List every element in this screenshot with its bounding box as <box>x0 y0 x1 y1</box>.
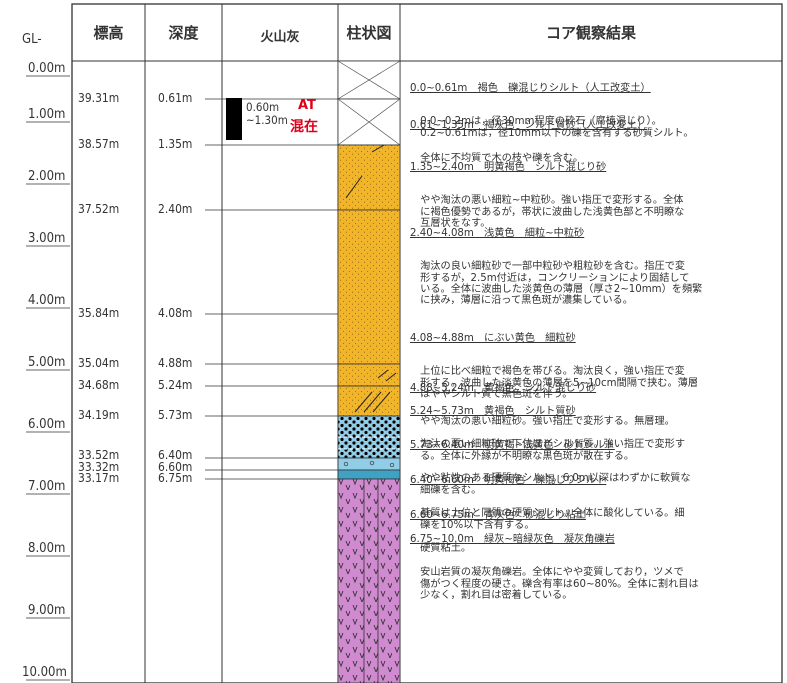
depth-label: 4.88m <box>158 355 193 370</box>
gl-tick: 4.00m <box>28 293 66 308</box>
gl-tick: 3.00m <box>28 231 66 246</box>
depth-label: 6.75m <box>158 470 193 485</box>
depth-label: 6.60m <box>158 459 193 474</box>
observation-body: やや淘汰の悪い細粒砂。強い指圧で変形する。無層理。 <box>410 416 675 428</box>
clay-layer <box>337 469 401 480</box>
sand-layer <box>337 209 401 365</box>
gl-tick: 2.00m <box>28 169 66 184</box>
observation-title: 4.88~5.24m 黄褐色 シルト混じり砂 <box>410 382 597 394</box>
tephra-name-mixed: 混在 <box>290 119 318 135</box>
observation-title: 5.24~5.73m 黄褐色 シルト質砂 <box>410 405 576 417</box>
column-header: 柱状図 <box>346 24 392 42</box>
elevation-label: 38.57m <box>78 136 120 151</box>
gl-tick: 5.00m <box>28 355 66 370</box>
tephra-bar <box>226 98 242 140</box>
gl-tick: 6.00m <box>28 417 66 432</box>
observation-title: 6.40~6.60m 明黄褐色 礫混じりシルト <box>410 474 607 486</box>
observation-title: 4.08~4.88m にぶい黄色 細粒砂 <box>410 332 576 344</box>
elevation-label: 34.68m <box>78 377 120 392</box>
observation-body: やや粘性のある硬質なシルト。6.0m以深はわずかに軟質な 細礫を含む。 <box>420 473 691 496</box>
observation-entry: 4.08~4.88m にぶい黄色 細粒砂 上位に比べ細粒で褐色を帯びる。淘汰良く… <box>410 310 782 412</box>
observation-body: 上位に比べ細粒で褐色を帯びる。淘汰良く，強い指圧で変 形する。波曲した淡黄色の薄… <box>420 366 699 401</box>
observation-body: 安山岩質の凝灰角礫岩。全体にやや変質しており，ツメで 傷がつく程度の硬さ。礫含有… <box>420 567 699 602</box>
depth-label: 2.40m <box>158 201 193 216</box>
observation-entry: 1.35~2.40m 明黄褐色 シルト混じり砂 やや淘汰の悪い細粒~中粒砂。強い… <box>410 139 782 241</box>
tephra-depth-range: 0.60m ~1.30m <box>246 100 288 127</box>
depth-header: 深度 <box>168 24 199 42</box>
observation-entry: 4.88~5.24m 黄褐色 シルト混じり砂 やや淘汰の悪い細粒砂。強い指圧で変… <box>410 360 782 439</box>
observation-entry: 6.60~6.75m 青灰色 砂混じり粘土 硬質粘土。 <box>410 487 782 566</box>
elevation-label: 35.04m <box>78 355 120 370</box>
elevation-label: 34.19m <box>78 407 120 422</box>
depth-label: 5.24m <box>158 377 193 392</box>
gl-tick: 7.00m <box>28 479 66 494</box>
elevation-label: 35.84m <box>78 305 120 320</box>
tuff-breccia-layer <box>337 478 401 683</box>
depth-label: 1.35m <box>158 136 193 151</box>
gl-tick: 8.00m <box>28 541 66 556</box>
observation-title: 6.60~6.75m 青灰色 砂混じり粘土 <box>410 509 586 521</box>
lithology-column <box>337 60 401 683</box>
observation-entry: 6.40~6.60m 明黄褐色 礫混じりシルト 基質は上位と同質の硬質シルト。全… <box>410 452 782 542</box>
observation-title: 6.75~10.0m 緑灰~暗緑灰色 凝灰角礫岩 <box>410 533 615 545</box>
elevation-label: 33.17m <box>78 470 120 485</box>
observation-entry: 5.73~6.40m 明黄褐~浅黄色 砂質シルト やや粘性のある硬質なシルト。6… <box>410 417 782 507</box>
elevation-header: 標高 <box>93 24 124 42</box>
observation-body: 硬質粘土。 <box>410 543 472 555</box>
elevation-label: 33.32m <box>78 459 120 474</box>
elevation-label: 33.52m <box>78 447 120 462</box>
observation-body: やや淘汰の悪い細粒~中粒砂。強い指圧で変形する。全体 に褐色優勢であるが，帯状に… <box>420 195 685 230</box>
silty-sand-layer <box>337 144 401 211</box>
observation-title: 2.40~4.08m 浅黄色 細粒~中粒砂 <box>410 227 585 239</box>
tephra-name-at: AT <box>298 98 316 113</box>
observation-body: 淘汰の悪い細粒砂で下位ほどシルト質。強い指圧で変形す る。全体に外縁が不明瞭な黒… <box>420 439 686 462</box>
elevation-label: 39.31m <box>78 90 120 105</box>
gl-tick: 10.00m <box>22 665 67 680</box>
observation-header: コア観察結果 <box>545 24 636 42</box>
silt-sand-layer <box>337 385 401 417</box>
observation-title: 5.73~6.40m 明黄褐~浅黄色 砂質シルト <box>410 439 615 451</box>
observation-entry: 0.61~1.35m 褐灰色 シルト質砂（人工改変土） 全体に不均質で木の枝や礫… <box>410 97 782 176</box>
gl-header: GL- <box>22 32 42 47</box>
observation-body: 淘汰の良い細粒砂で一部中粒砂や粗粒砂を含む。指圧で変 形するが，2.5m付近は，… <box>420 261 703 307</box>
observation-body: 0.0~0.2mは，径30mm程度の砕石（腐植混じり）。 0.2~0.61mは，… <box>420 116 694 139</box>
observation-title: 1.35~2.40m 明黄褐色 シルト混じり砂 <box>410 161 607 173</box>
tephra-header: 火山灰 <box>260 30 300 45</box>
frame-border <box>71 3 783 683</box>
observation-title: 0.61~1.35m 褐灰色 シルト質砂（人工改変土） <box>410 119 648 131</box>
depth-label: 4.08m <box>158 305 193 320</box>
depth-label: 0.61m <box>158 90 193 105</box>
observation-entry: 0.0~0.61m 褐色 礫混じりシルト（人工改変土） 0.0~0.2mは，径3… <box>410 60 782 150</box>
gl-tick: 0.00m <box>28 61 66 76</box>
observation-title: 0.0~0.61m 褐色 礫混じりシルト（人工改変土） <box>410 82 651 94</box>
observation-entry: 6.75~10.0m 緑灰~暗緑灰色 凝灰角礫岩 安山岩質の凝灰角礫岩。全体にや… <box>410 511 782 613</box>
observation-entry: 2.40~4.08m 浅黄色 細粒~中粒砂 淘汰の良い細粒砂で一部中粒砂や粗粒砂… <box>410 205 782 318</box>
depth-label: 6.40m <box>158 447 193 462</box>
depth-label: 5.73m <box>158 407 193 422</box>
observation-body: 全体に不均質で木の枝や礫を含む。 <box>410 153 584 165</box>
observation-entry: 5.24~5.73m 黄褐色 シルト質砂 淘汰の悪い細粒砂で下位ほどシルト質。強… <box>410 383 782 473</box>
gl-tick: 1.00m <box>28 107 66 122</box>
observation-body: 基質は上位と同質の硬質シルト。全体に酸化している。細 礫を10%以下含有する。 <box>420 508 685 531</box>
gl-tick: 9.00m <box>28 603 66 618</box>
elevation-label: 37.52m <box>78 201 120 216</box>
silty-sand-layer-2 <box>337 363 401 387</box>
